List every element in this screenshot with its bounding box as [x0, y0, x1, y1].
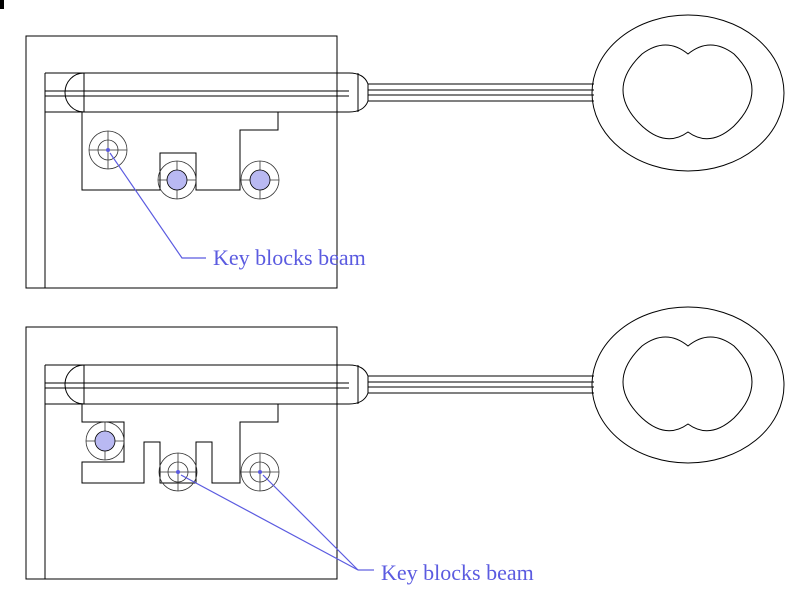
key-stem — [368, 375, 594, 394]
key-stem — [368, 83, 594, 102]
annotation-leader-a — [180, 474, 359, 571]
key-shaft — [45, 364, 369, 405]
pin-2 — [157, 160, 197, 200]
pin-1 — [85, 421, 125, 461]
pin-2 — [158, 452, 198, 492]
key-bit-profile — [81, 111, 279, 191]
key-bit-profile — [81, 403, 279, 484]
diagram-bottom: Key blocks beam — [25, 306, 785, 585]
annotation-leader-b — [262, 474, 359, 571]
key-bow — [591, 306, 785, 464]
annotation-label: Key blocks beam — [213, 245, 366, 270]
corner-mark — [0, 0, 4, 9]
pin-3 — [240, 160, 280, 200]
key-bow — [591, 14, 785, 172]
annotation-label: Key blocks beam — [381, 560, 534, 585]
pin-1 — [88, 130, 128, 170]
key-shaft — [45, 72, 369, 113]
pin-3 — [240, 452, 280, 492]
housing-plate — [25, 35, 338, 289]
annotation-leader — [109, 152, 206, 259]
diagram-top: Key blocks beam — [25, 14, 785, 289]
housing-plate — [25, 326, 338, 580]
